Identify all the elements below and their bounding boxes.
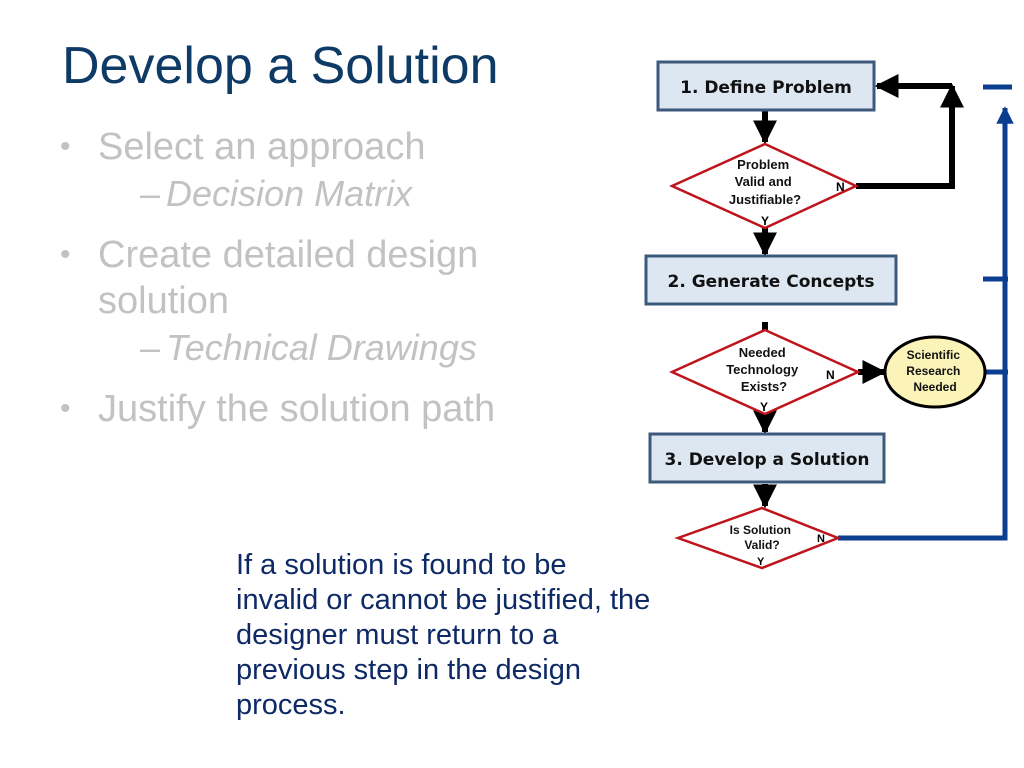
bullet-text: Select an approach [98, 126, 426, 168]
callout-text: If a solution is found to be invalid or … [236, 549, 651, 721]
bullet-item: • Select an approach [60, 124, 540, 170]
decision-solution-label: Is Solution Valid? [730, 523, 795, 552]
decision-technology [668, 328, 862, 416]
decision-problem-no: N [836, 180, 845, 194]
decision-problem-yes: Y [761, 214, 769, 228]
dash-icon: – [140, 327, 161, 368]
decision-solution-valid [674, 506, 842, 570]
return-paths [838, 84, 1014, 541]
step-develop-solution [648, 432, 886, 484]
sub-bullet-item: –Technical Drawings [60, 326, 540, 370]
step-define-label: 1. Define Problem [680, 78, 852, 98]
bullet-icon: • [60, 392, 71, 425]
decision-technology-no: N [826, 368, 835, 382]
dash-icon: – [140, 173, 161, 214]
slide-title: Develop a Solution [62, 37, 499, 95]
design-process-flowchart: 1. Define Problem Problem Valid and Just… [644, 60, 1014, 570]
decision-technology-yes: Y [760, 400, 768, 414]
sub-bullet-item: –Decision Matrix [60, 172, 540, 216]
step-define-problem [656, 60, 876, 112]
bullet-text: Create detailed design solution [98, 234, 479, 322]
bullet-icon: • [60, 130, 71, 163]
bullet-list: • Select an approach –Decision Matrix • … [60, 124, 540, 432]
step-develop-label: 3. Develop a Solution [664, 450, 869, 470]
research-needed-node [883, 335, 987, 409]
sub-bullet-text: Technical Drawings [166, 327, 477, 368]
decision-technology-label: Needed Technology Exists? [726, 345, 802, 394]
return-arrow [838, 106, 1014, 541]
decision-solution-no: N [817, 533, 825, 545]
step-generate-label: 2. Generate Concepts [667, 272, 874, 292]
decision-problem-label: Problem Valid and Justifiable? [729, 157, 801, 207]
decision-solution-yes: Y [757, 556, 765, 568]
bullet-item: • Create detailed design solution [60, 232, 540, 324]
arrow-no-up [856, 83, 964, 189]
research-label: Scientific Research Needed [906, 348, 963, 394]
bullet-text: Justify the solution path [98, 388, 496, 430]
sub-bullet-text: Decision Matrix [166, 173, 413, 214]
step-generate-concepts [644, 254, 898, 306]
decision-problem-valid [668, 142, 859, 230]
bullet-icon: • [60, 238, 71, 271]
bullet-item: • Justify the solution path [60, 386, 540, 432]
